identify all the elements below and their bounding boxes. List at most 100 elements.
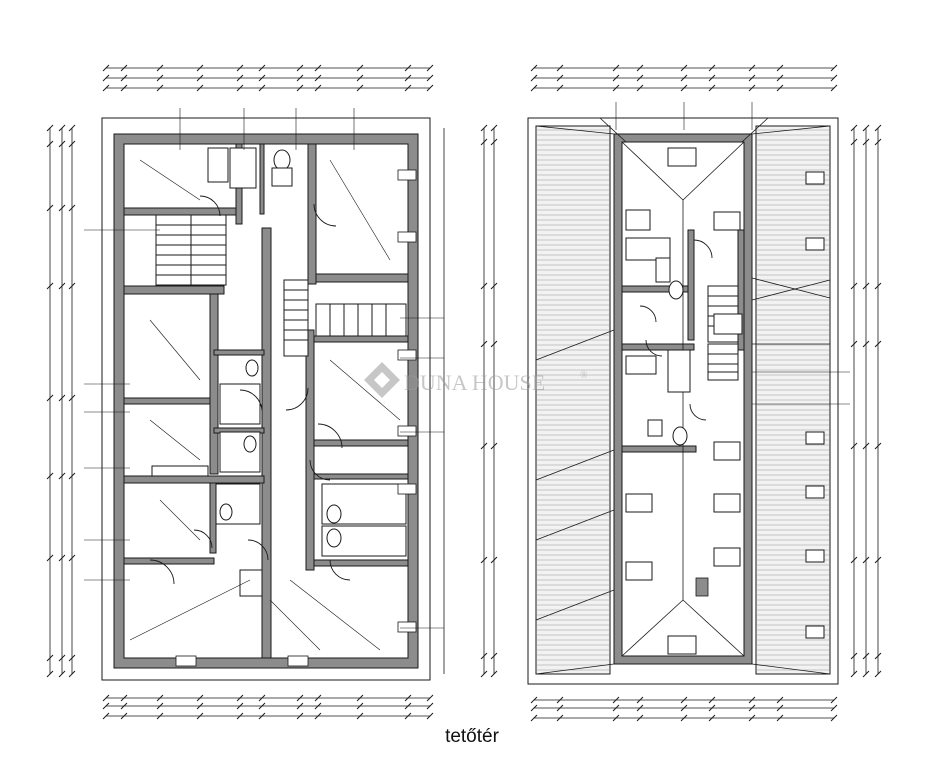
dimension-tick	[68, 472, 76, 480]
dimension-tick	[874, 670, 882, 678]
dimension-tick	[556, 84, 564, 92]
dimension-tick	[708, 74, 716, 82]
dimension-tick	[58, 670, 66, 678]
dimension-tick	[862, 138, 870, 146]
partition	[315, 273, 409, 283]
dimension-tick	[156, 702, 164, 710]
dimension-tick	[296, 84, 304, 92]
dimension-tick	[556, 64, 564, 72]
partition	[621, 343, 695, 351]
dimension-tick	[874, 138, 882, 146]
partition	[313, 559, 409, 567]
dimension-tick	[314, 64, 322, 72]
dimension-tick	[58, 654, 66, 662]
interior-dimension-lines-left	[84, 108, 444, 629]
dimension-tick	[196, 702, 204, 710]
dimension-tick	[296, 64, 304, 72]
dimension-tick	[776, 696, 784, 704]
left-plan-frame	[101, 117, 431, 681]
dimension-tick	[480, 652, 488, 660]
dimension-tick	[612, 84, 620, 92]
dimension-tick	[830, 84, 838, 92]
dimension-tick	[480, 442, 488, 450]
staircase-centre	[283, 279, 407, 357]
dimension-tick	[636, 84, 644, 92]
dimension-tick	[830, 714, 838, 722]
dimension-tick	[850, 556, 858, 564]
house-diamond-icon	[364, 362, 400, 398]
dimension-tick	[120, 712, 128, 720]
dimension-tick	[102, 712, 110, 720]
dimension-tick	[68, 670, 76, 678]
dimension-tick	[236, 84, 244, 92]
dimension-tick	[490, 282, 498, 290]
dimension-tick	[862, 442, 870, 450]
dimension-tick	[612, 64, 620, 72]
dimension-tick	[636, 696, 644, 704]
dimension-tick	[490, 124, 498, 132]
dimension-tick	[636, 64, 644, 72]
dimension-tick	[776, 64, 784, 72]
dimension-tick	[612, 74, 620, 82]
partition	[687, 229, 695, 341]
partition	[123, 285, 225, 295]
dimension-tick	[356, 712, 364, 720]
partition	[621, 445, 697, 453]
dimension-tick	[102, 702, 110, 710]
dimension-tick	[680, 84, 688, 92]
dimension-tick	[490, 442, 498, 450]
dimension-tick	[862, 340, 870, 348]
dimension-tick	[680, 74, 688, 82]
dimension-tick	[530, 84, 538, 92]
dimension-tick	[58, 140, 66, 148]
dimension-tick	[258, 64, 266, 72]
dimension-tick	[874, 442, 882, 450]
dimension-tick	[156, 64, 164, 72]
dimension-tick	[708, 84, 716, 92]
dimension-tick	[490, 340, 498, 348]
dimension-tick	[748, 84, 756, 92]
dimension-tick	[862, 652, 870, 660]
dimension-tick	[156, 84, 164, 92]
dimension-tick	[356, 702, 364, 710]
dimension-tick	[258, 84, 266, 92]
dimension-tick	[258, 694, 266, 702]
right-roof-plan	[527, 102, 850, 685]
dimension-tick	[102, 84, 110, 92]
interior-dimension-lines-right	[615, 102, 850, 405]
dimension-tick	[58, 282, 66, 290]
dimension-tick	[46, 654, 54, 662]
dimension-tick	[748, 714, 756, 722]
dimension-tick	[404, 712, 412, 720]
dimension-tick	[58, 204, 66, 212]
dimension-tick	[830, 64, 838, 72]
dimension-tick	[708, 714, 716, 722]
dimension-tick	[850, 670, 858, 678]
dimension-tick	[236, 694, 244, 702]
roof-hatching	[537, 129, 829, 671]
dimension-tick	[236, 702, 244, 710]
dimension-tick	[530, 714, 538, 722]
dimension-tick	[874, 124, 882, 132]
roof-windows	[625, 147, 825, 655]
dimension-tick	[490, 138, 498, 146]
dimension-tick	[708, 704, 716, 712]
partition	[123, 557, 215, 565]
dimension-tick	[258, 712, 266, 720]
dimension-tick	[314, 84, 322, 92]
dimension-tick	[120, 84, 128, 92]
dimension-tick	[708, 64, 716, 72]
dimension-tick	[636, 74, 644, 82]
dimension-tick	[68, 204, 76, 212]
dimension-tick	[556, 704, 564, 712]
dimension-tick	[102, 64, 110, 72]
dimension-tick	[776, 714, 784, 722]
dimension-tick	[636, 704, 644, 712]
dimension-tick	[748, 704, 756, 712]
dimension-tick	[314, 74, 322, 82]
dimension-tick	[862, 556, 870, 564]
dimension-tick	[874, 340, 882, 348]
dimension-tick	[68, 394, 76, 402]
dimension-tick	[356, 74, 364, 82]
